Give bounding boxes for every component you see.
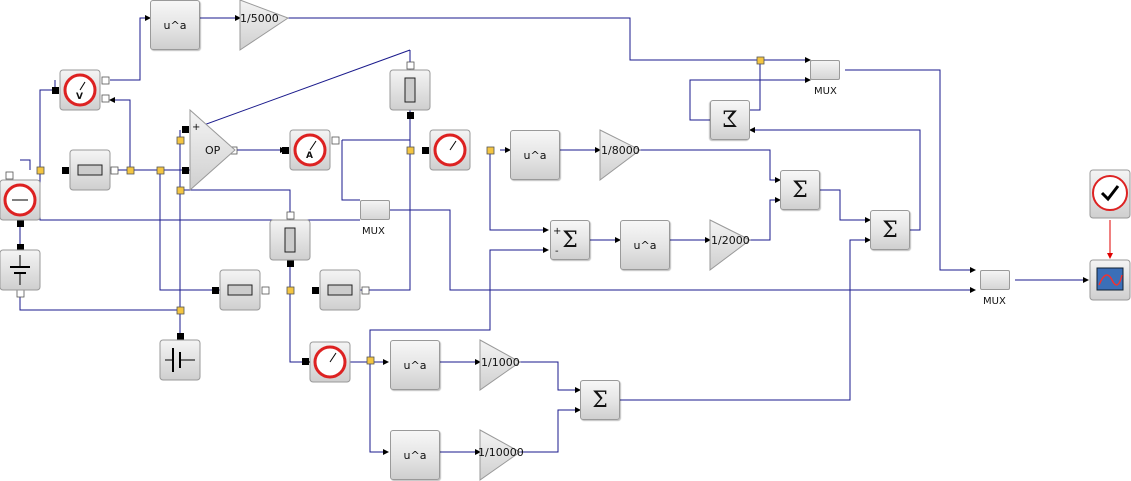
gain-label-top[interactable]: 1/5000 (240, 12, 279, 25)
sum-block-right[interactable]: Σ (870, 210, 910, 250)
link-gain-mid-sum[interactable] (640, 149, 781, 183)
power-block-sub[interactable]: u^a (620, 220, 670, 270)
mux-label-right: MUX (983, 296, 1006, 307)
gain-label-low1[interactable]: 1/1000 (481, 356, 520, 369)
link-res-top[interactable] (360, 50, 411, 291)
link-sum-low-sum[interactable] (620, 237, 871, 401)
power-block-top[interactable]: u^a (150, 0, 200, 50)
integral-symbol: Σ (722, 107, 738, 133)
link-gain-low1-sum[interactable] (520, 361, 581, 393)
mux-block-right[interactable] (980, 270, 1010, 290)
gain-label-sub[interactable]: 1/2000 (711, 234, 750, 247)
power-block-mid[interactable]: u^a (510, 130, 560, 180)
power-label: u^a (523, 148, 547, 162)
sub-plus-sign: + (553, 226, 562, 237)
link-vm-split[interactable] (109, 97, 131, 170)
link-src-left[interactable] (20, 159, 31, 170)
link-split-sub-minus[interactable] (369, 247, 549, 362)
opamp-label[interactable]: OP (205, 144, 221, 157)
link-split-low2[interactable] (369, 362, 389, 455)
voltmeter-label: V (76, 92, 83, 102)
link-battery-op[interactable] (19, 130, 181, 311)
link-integral-mux[interactable] (689, 77, 811, 121)
link-op-diag[interactable] (189, 49, 411, 131)
link-split-sub[interactable] (489, 150, 549, 233)
link-split-integral[interactable] (750, 60, 761, 111)
subtract-block[interactable]: Σ (550, 220, 590, 260)
mux-label-top: MUX (814, 86, 837, 97)
sum-block-low[interactable]: Σ (580, 380, 620, 420)
link-gain-sub-sum[interactable] (750, 197, 781, 241)
link-sum-integral[interactable] (749, 127, 921, 231)
link-res-am3[interactable] (289, 290, 311, 365)
link-gain-top-mux[interactable] (288, 17, 811, 63)
link-gain-low2-sum[interactable] (520, 407, 581, 453)
link-vm-to-power-top[interactable] (110, 15, 151, 81)
mux-block-mid[interactable] (360, 200, 390, 220)
link-mux-top-right[interactable] (845, 69, 976, 273)
sub-minus-sign: - (555, 246, 559, 257)
link-mux-mid-right[interactable] (390, 209, 976, 293)
link-sum-sum[interactable] (820, 189, 871, 223)
power-label: u^a (633, 238, 657, 252)
sigma-symbol: Σ (882, 217, 898, 243)
sum-block-mid[interactable]: Σ (780, 170, 820, 210)
mux-label-mid: MUX (362, 226, 385, 237)
power-label: u^a (403, 358, 427, 372)
gain-label-mid[interactable]: 1/8000 (601, 144, 640, 157)
integral-block[interactable]: Σ (710, 100, 750, 140)
sigma-symbol: Σ (792, 177, 808, 203)
power-label: u^a (163, 18, 187, 32)
link-op-res[interactable] (180, 189, 291, 290)
split-points (36, 56, 765, 365)
link-left-vm[interactable] (39, 89, 55, 170)
gain-label-low2[interactable]: 1/10000 (478, 446, 524, 459)
power-label: u^a (403, 448, 427, 462)
link-left-mux[interactable] (39, 170, 360, 221)
power-block-low1[interactable]: u^a (390, 340, 440, 390)
opamp-plus-sign: + (192, 122, 201, 133)
sigma-symbol: Σ (562, 227, 578, 253)
sigma-symbol: Σ (592, 387, 608, 413)
link-split-res[interactable] (159, 170, 220, 291)
link-ammeter-mux[interactable] (341, 140, 360, 201)
mux-block-top[interactable] (810, 60, 840, 80)
ammeter-label: A (306, 151, 313, 161)
power-block-low2[interactable]: u^a (390, 430, 440, 480)
